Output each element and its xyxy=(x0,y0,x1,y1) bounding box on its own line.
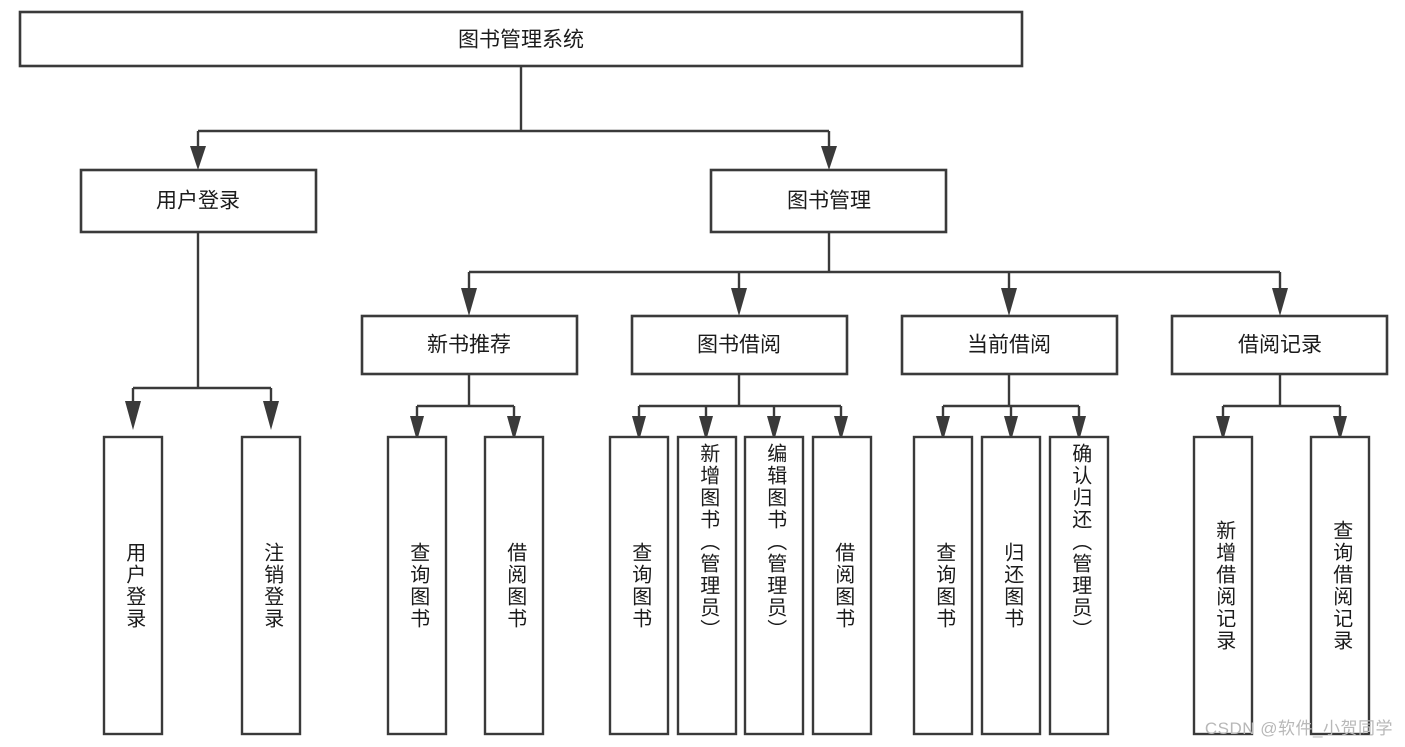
node-box-leaf-user-login[interactable] xyxy=(102,435,164,736)
node-box-leaf-query-book-1[interactable] xyxy=(386,435,448,736)
node-label-book-manage: 图书管理 xyxy=(787,190,871,213)
node-box-leaf-borrow-book-2[interactable] xyxy=(811,435,873,736)
node-box-leaf-query-book-3[interactable] xyxy=(912,435,974,736)
node-label-user-login: 用户登录 xyxy=(156,190,240,213)
arrow-to-leaf-return-book-icon xyxy=(1004,416,1018,441)
node-box-user-login[interactable] xyxy=(79,168,318,234)
arrow-to-leaf-user-login-icon xyxy=(125,401,141,430)
arrow-to-leaf-query-book-1-icon xyxy=(410,416,424,441)
csdn-watermark: CSDN @软件_小贺同学 xyxy=(1204,719,1393,738)
node-box-book-manage[interactable] xyxy=(709,168,948,234)
node-box-leaf-query-record[interactable] xyxy=(1309,435,1371,736)
connector-layer xyxy=(125,66,1347,441)
node-box-leaf-confirm-return[interactable] xyxy=(1048,435,1110,736)
node-box-leaf-user-logout[interactable] xyxy=(240,435,302,736)
arrow-to-leaf-query-record-icon xyxy=(1333,416,1347,441)
node-box-root[interactable] xyxy=(18,10,1024,68)
arrow-to-leaf-borrow-book-2-icon xyxy=(834,416,848,441)
node-label-borrow-record: 借阅记录 xyxy=(1238,334,1322,357)
arrow-to-book-borrow-icon xyxy=(731,288,747,316)
node-layer: 图书管理系统 用户登录 图书管理 新书推荐 图书借阅 当前借阅 借阅记录 xyxy=(18,10,1389,736)
arrow-to-new-book-recommend-icon xyxy=(461,288,477,316)
arrow-to-current-borrow-icon xyxy=(1001,288,1017,316)
arrow-to-leaf-add-book-icon xyxy=(699,416,713,441)
node-label-current-borrow: 当前借阅 xyxy=(967,334,1051,357)
arrow-to-leaf-query-book-3-icon xyxy=(936,416,950,441)
arrow-to-leaf-borrow-book-1-icon xyxy=(507,416,521,441)
arrow-to-leaf-add-record-icon xyxy=(1216,416,1230,441)
node-label-book-borrow: 图书借阅 xyxy=(697,334,781,357)
node-box-borrow-record[interactable] xyxy=(1170,314,1389,376)
arrow-to-leaf-edit-book-icon xyxy=(767,416,781,441)
node-label-new-book-recommend: 新书推荐 xyxy=(427,334,511,357)
arrow-to-borrow-record-icon xyxy=(1272,288,1288,316)
node-box-current-borrow[interactable] xyxy=(900,314,1119,376)
node-box-book-borrow[interactable] xyxy=(630,314,849,376)
arrow-to-leaf-confirm-return-icon xyxy=(1072,416,1086,441)
node-box-leaf-edit-book[interactable] xyxy=(743,435,805,736)
arrow-to-leaf-user-logout-icon xyxy=(263,401,279,430)
node-box-leaf-return-book[interactable] xyxy=(980,435,1042,736)
node-box-leaf-add-record[interactable] xyxy=(1192,435,1254,736)
node-box-new-book-recommend[interactable] xyxy=(360,314,579,376)
node-box-leaf-add-book[interactable] xyxy=(676,435,738,736)
node-box-leaf-query-book-2[interactable] xyxy=(608,435,670,736)
node-box-leaf-borrow-book-1[interactable] xyxy=(483,435,545,736)
arrow-root-to-user-login-icon xyxy=(190,146,206,170)
arrow-to-leaf-query-book-2-icon xyxy=(632,416,646,441)
arrow-root-to-book-manage-icon xyxy=(821,146,837,170)
node-label-root: 图书管理系统 xyxy=(458,29,584,52)
